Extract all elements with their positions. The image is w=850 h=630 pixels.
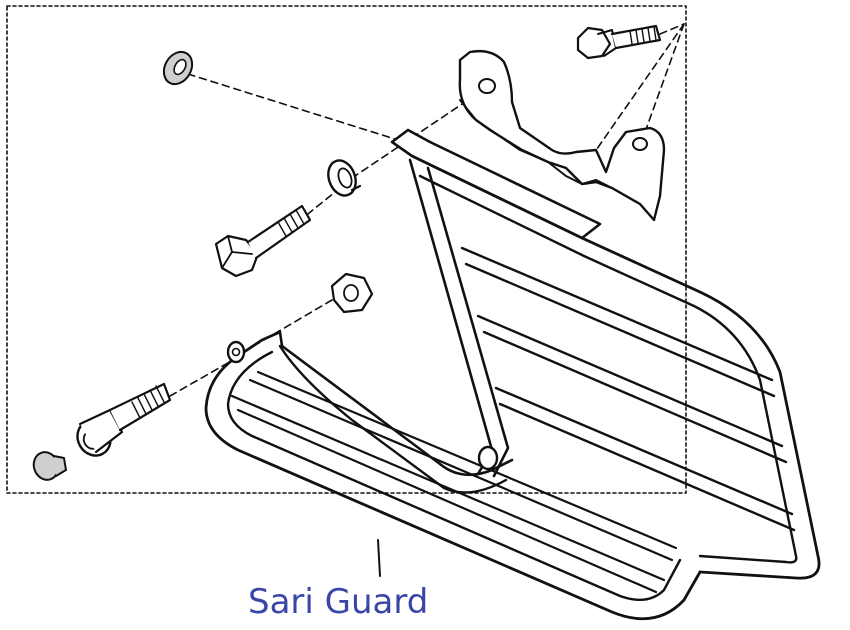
part-label: Sari Guard — [248, 582, 429, 622]
socket-cap-bolt-icon — [76, 382, 172, 457]
hex-nut-icon — [330, 272, 374, 314]
sari-guard-icon — [204, 128, 821, 621]
flat-washer-icon — [162, 50, 194, 86]
detail-boundary — [6, 5, 687, 494]
label-leader-line — [377, 539, 381, 577]
lock-washer-icon — [327, 159, 362, 197]
mounting-bracket-icon — [458, 49, 666, 222]
flange-bolt-icon — [576, 24, 662, 60]
rubber-cap-icon — [32, 451, 67, 481]
assembly-leader-lines — [169, 23, 685, 397]
hex-bolt-icon — [214, 204, 312, 278]
